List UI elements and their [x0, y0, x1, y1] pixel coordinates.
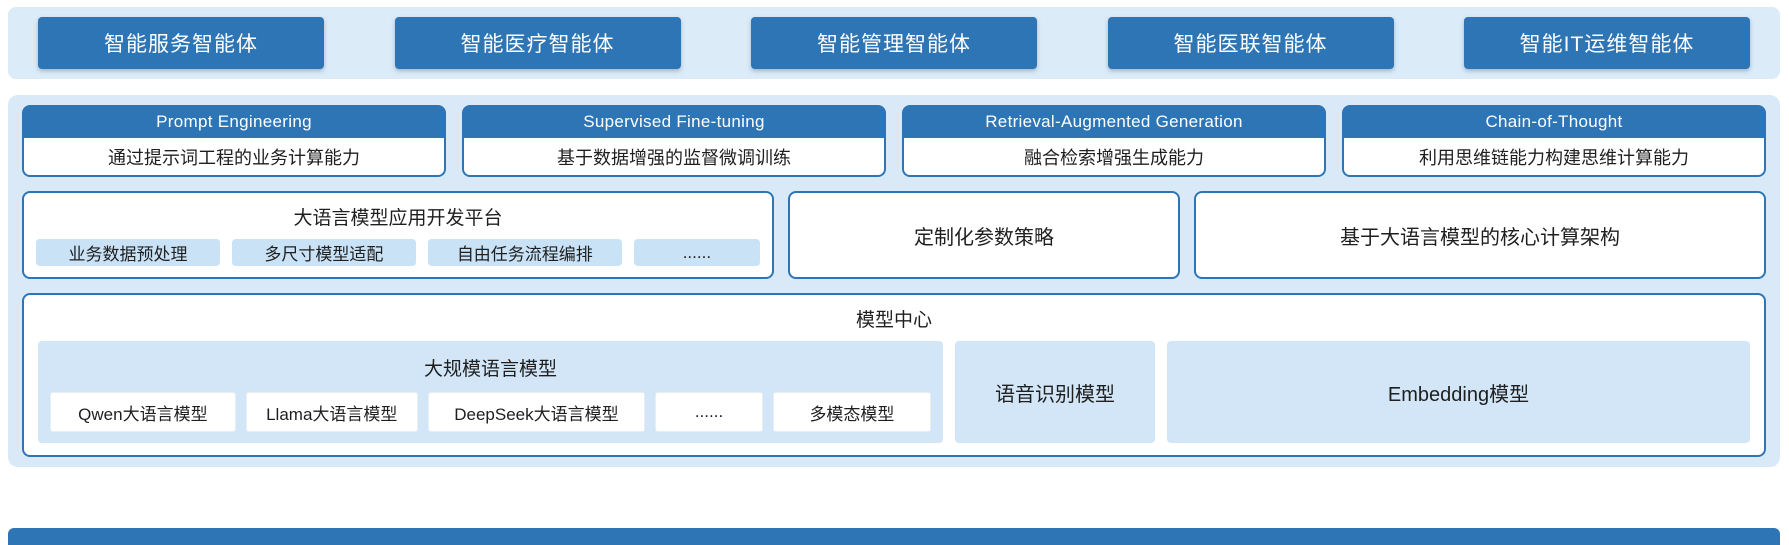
model-center-title: 模型中心: [855, 310, 932, 331]
dev-platform-box: 大语言模型应用开发平台 业务数据预处理 多尺寸模型适配 自由任务流程编排 ...…: [22, 191, 774, 279]
dev-platform-title: 大语言模型应用开发平台: [293, 208, 503, 229]
agent-box-management: 智能管理智能体: [751, 17, 1037, 69]
capability-cards-row: Prompt Engineering 通过提示词工程的业务计算能力 Superv…: [22, 105, 1766, 177]
agent-box-service: 智能服务智能体: [38, 17, 324, 69]
capability-card-chain-of-thought: Chain-of-Thought 利用思维链能力构建思维计算能力: [1342, 105, 1766, 177]
chip-multimodal-model: 多模态模型: [772, 392, 931, 432]
chip-data-preprocessing: 业务数据预处理: [36, 239, 220, 266]
speech-recognition-model-panel: 语音识别模型: [955, 341, 1155, 443]
chip-llama-llm: Llama大语言模型: [245, 392, 418, 432]
custom-params-box: 定制化参数策略: [788, 191, 1180, 279]
agent-box-medical-alliance: 智能医联智能体: [1107, 17, 1394, 69]
capability-card-description: 基于数据增强的监督微调训练: [462, 138, 886, 177]
capability-card-rag: Retrieval-Augmented Generation 融合检索增强生成能…: [902, 105, 1326, 177]
platform-panel: Prompt Engineering 通过提示词工程的业务计算能力 Superv…: [8, 95, 1780, 467]
llm-group-title: 大规模语言模型: [423, 359, 557, 380]
dev-platform-chips: 业务数据预处理 多尺寸模型适配 自由任务流程编排 ......: [36, 239, 761, 266]
capability-card-description: 通过提示词工程的业务计算能力: [22, 138, 446, 177]
bottom-section-edge: [8, 528, 1780, 545]
capability-card-prompt-engineering: Prompt Engineering 通过提示词工程的业务计算能力: [22, 105, 446, 177]
chip-multi-size-model-adaptation: 多尺寸模型适配: [231, 239, 416, 266]
capability-card-header: Retrieval-Augmented Generation: [902, 105, 1326, 138]
chip-deepseek-llm: DeepSeek大语言模型: [427, 392, 646, 432]
core-architecture-box: 基于大语言模型的核心计算架构: [1194, 191, 1766, 279]
platform-middle-row: 大语言模型应用开发平台 业务数据预处理 多尺寸模型适配 自由任务流程编排 ...…: [22, 191, 1766, 279]
capability-card-header: Prompt Engineering: [22, 105, 446, 138]
capability-card-header: Supervised Fine-tuning: [462, 105, 886, 138]
capability-card-supervised-fine-tuning: Supervised Fine-tuning 基于数据增强的监督微调训练: [462, 105, 886, 177]
agent-box-medical: 智能医疗智能体: [394, 17, 681, 69]
model-center-box: 模型中心 大规模语言模型 Qwen大语言模型 Llama大语言模型 DeepSe…: [22, 293, 1766, 457]
model-center-row: 大规模语言模型 Qwen大语言模型 Llama大语言模型 DeepSeek大语言…: [38, 341, 1750, 443]
chip-ellipsis: ......: [633, 239, 761, 266]
chip-task-flow-orchestration: 自由任务流程编排: [427, 239, 622, 266]
embedding-model-panel: Embedding模型: [1167, 341, 1750, 443]
capability-card-description: 利用思维链能力构建思维计算能力: [1342, 138, 1766, 177]
llm-group-panel: 大规模语言模型 Qwen大语言模型 Llama大语言模型 DeepSeek大语言…: [38, 341, 943, 443]
llm-model-chips: Qwen大语言模型 Llama大语言模型 DeepSeek大语言模型 .....…: [50, 392, 931, 432]
chip-qwen-llm: Qwen大语言模型: [50, 392, 236, 432]
chip-ellipsis: ......: [655, 392, 763, 432]
agent-box-it-ops: 智能IT运维智能体: [1464, 17, 1750, 69]
agents-band: 智能服务智能体 智能医疗智能体 智能管理智能体 智能医联智能体 智能IT运维智能…: [8, 7, 1780, 79]
capability-card-header: Chain-of-Thought: [1342, 105, 1766, 138]
capability-card-description: 融合检索增强生成能力: [902, 138, 1326, 177]
